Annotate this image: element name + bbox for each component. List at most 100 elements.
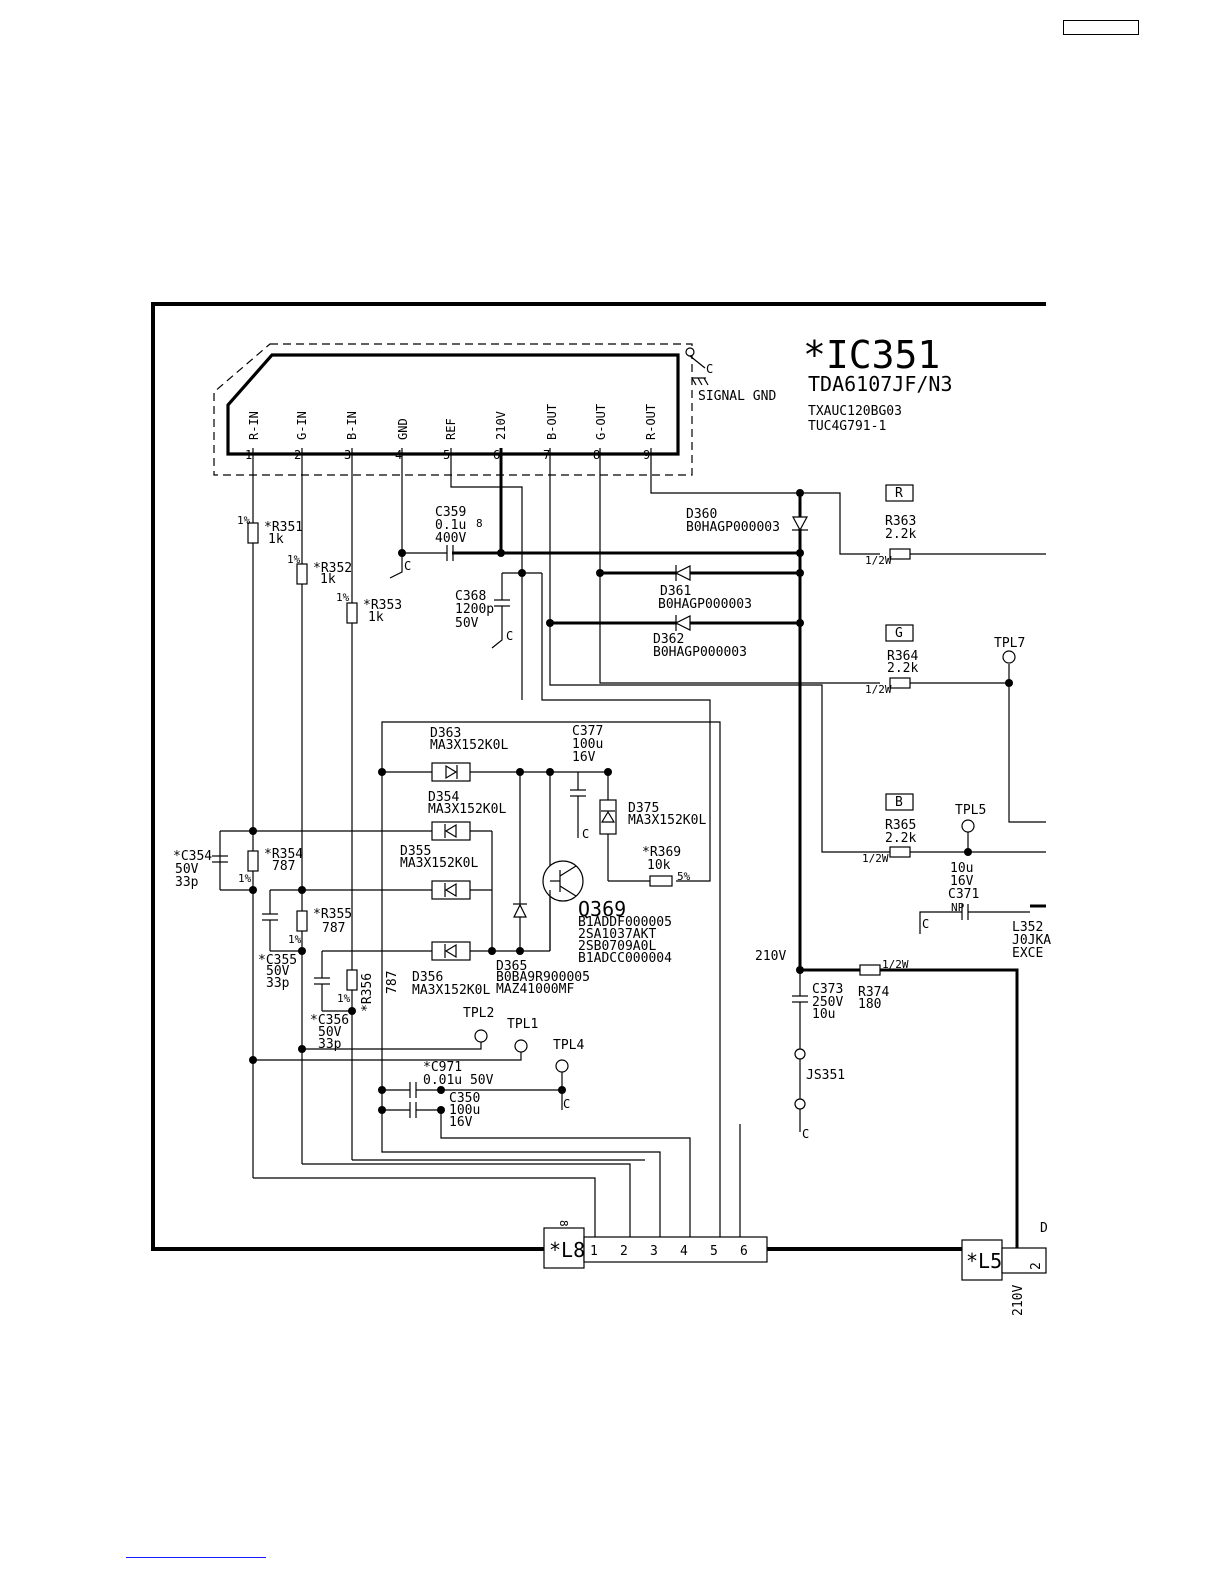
output-r: R R363 2.2k 1/2W — [865, 484, 1046, 567]
l8-pin-1: 1 — [590, 1244, 598, 1259]
tpl1-label: TPL1 — [507, 1017, 538, 1032]
c368-val: 1200p — [455, 602, 494, 617]
tpl4-label: TPL4 — [553, 1038, 584, 1053]
r355-tol: 1% — [288, 933, 302, 946]
resistor-r374: R374 180 1/2W — [858, 958, 909, 1012]
capacitor-c971: *C971 0.01u 50V — [382, 1060, 562, 1098]
l8-pin-5: 5 — [710, 1244, 718, 1259]
r353-val: 1k — [368, 610, 384, 625]
jumper-js351: JS351 C — [794, 1048, 845, 1141]
r356-val: 787 — [385, 971, 400, 994]
r363-pwr: 1/2W — [865, 554, 892, 567]
r351-ref: *R351 — [264, 520, 303, 535]
q369-part-2: 2SA1037AKT — [578, 927, 656, 942]
resistor-r353: *R353 1k 1% — [336, 591, 402, 625]
diode-d361: D361 B0HAGP000003 — [658, 565, 752, 612]
gnd-label: C — [706, 362, 713, 376]
gnd-label: C — [582, 827, 589, 841]
pin-name-4: GND — [396, 418, 410, 440]
c371-np: NP — [951, 901, 965, 914]
r374-val: 180 — [858, 997, 881, 1012]
pin-num-2: 2 — [294, 448, 301, 462]
capacitor-c371: 10u 16V C371 NP C L352 J0JKA EXCE — [919, 861, 1051, 961]
c377-val: 100u — [572, 737, 603, 752]
d354-part: MA3X152K0L — [428, 802, 506, 817]
tpl5-label: TPL5 — [955, 803, 986, 818]
r364-ref: R364 — [887, 649, 918, 664]
r365-pwr: 1/2W — [862, 852, 889, 865]
r374-pwr: 1/2W — [882, 958, 909, 971]
l5-ref: *L5 — [966, 1249, 1002, 1273]
c356-val: 33p — [318, 1037, 342, 1052]
gnd-label: C — [563, 1097, 570, 1111]
capacitor-c359: C359 0.1u 400V 8 C — [389, 505, 483, 579]
pin-num-1: 1 — [245, 448, 252, 462]
r363-ref: R363 — [885, 514, 916, 529]
d354-ref: D354 — [428, 790, 459, 805]
c368-v: 50V — [455, 616, 479, 631]
r369-tol: 5% — [677, 870, 691, 883]
c368-ref: C368 — [455, 589, 486, 604]
connector-l8: *L8 8 1 2 3 4 5 6 — [543, 1220, 768, 1269]
test-points: TPL2 TPL1 TPL4 C — [253, 1006, 584, 1111]
c355-v: 50V — [266, 964, 290, 979]
r351-tol: 1% — [237, 514, 251, 527]
resistor-r351: *R351 1k 1% — [237, 514, 303, 547]
d355-ref: D355 — [400, 844, 431, 859]
pin-num-6: 6 — [493, 448, 500, 462]
tpl2-label: TPL2 — [463, 1006, 494, 1021]
l8-pin-2: 2 — [620, 1244, 628, 1259]
capacitor-c373: C373 250V 10u — [792, 970, 843, 1050]
r356-tol: 1% — [337, 992, 351, 1005]
c359-mark: 8 — [476, 517, 483, 530]
label-210v: 210V — [755, 949, 786, 964]
c371-v: 16V — [950, 874, 974, 889]
q369-part-1: B1ADDF000005 — [578, 915, 672, 930]
l352-line2: J0JKA — [1012, 933, 1051, 948]
r353-ref: *R353 — [363, 598, 402, 613]
d375-part: MA3X152K0L — [628, 813, 706, 828]
d363-part: MA3X152K0L — [430, 738, 508, 753]
d361-part: B0HAGP000003 — [658, 597, 752, 612]
c350-val: 100u — [449, 1103, 480, 1118]
q369-ref: Q369 — [578, 897, 626, 921]
junction-dots — [249, 489, 1013, 1114]
resistor-r352: *R352 1k 1% — [287, 553, 352, 587]
r354-val: 787 — [272, 859, 295, 874]
d365-part-2: MAZ41000MF — [496, 982, 574, 997]
r355-val: 787 — [322, 921, 345, 936]
d375-ref: D375 — [628, 801, 659, 816]
l352-line3: EXCE — [1012, 946, 1043, 961]
r364-val: 2.2k — [887, 661, 918, 676]
gnd-label: C — [404, 559, 411, 573]
pin-num-8: 8 — [593, 448, 600, 462]
r354-tol: 1% — [238, 872, 252, 885]
r355-ref: *R355 — [313, 907, 352, 922]
pin-name-7: B-OUT — [545, 404, 559, 440]
pin-name-1: R-IN — [247, 411, 261, 440]
gnd-label: C — [922, 917, 929, 931]
pin-name-2: G-IN — [295, 411, 309, 440]
footer-link-underline[interactable] — [126, 1557, 266, 1558]
c377-ref: C377 — [572, 724, 603, 739]
d356-ref: D356 — [412, 970, 443, 985]
ic351: *IC351 TDA6107JF/N3 TXAUC120BG03 TUC4G79… — [213, 333, 953, 476]
pin-name-3: B-IN — [345, 411, 359, 440]
r353-tol: 1% — [336, 591, 350, 604]
output-g: G TPL7 R364 2.2k 1/2W — [865, 624, 1046, 823]
d365-ref: D365 — [496, 959, 527, 974]
page-id-box — [1063, 20, 1139, 35]
diode-d362: D362 B0HAGP000003 — [653, 615, 747, 660]
r369-val: 10k — [647, 858, 671, 873]
d355-part: MA3X152K0L — [400, 856, 478, 871]
ic-alt-part-2: TUC4G791-1 — [808, 419, 886, 434]
c373-ref: C373 — [812, 982, 843, 997]
l8-pin-3: 3 — [650, 1244, 658, 1259]
ic-alt-part-1: TXAUC120BG03 — [808, 404, 902, 419]
c354-val: 33p — [175, 875, 199, 890]
pin-name-8: G-OUT — [594, 404, 608, 440]
l8-pin-4: 4 — [680, 1244, 688, 1259]
c371-val: 10u — [950, 861, 973, 876]
c354-v: 50V — [175, 862, 199, 877]
gnd-label: C — [506, 629, 513, 643]
